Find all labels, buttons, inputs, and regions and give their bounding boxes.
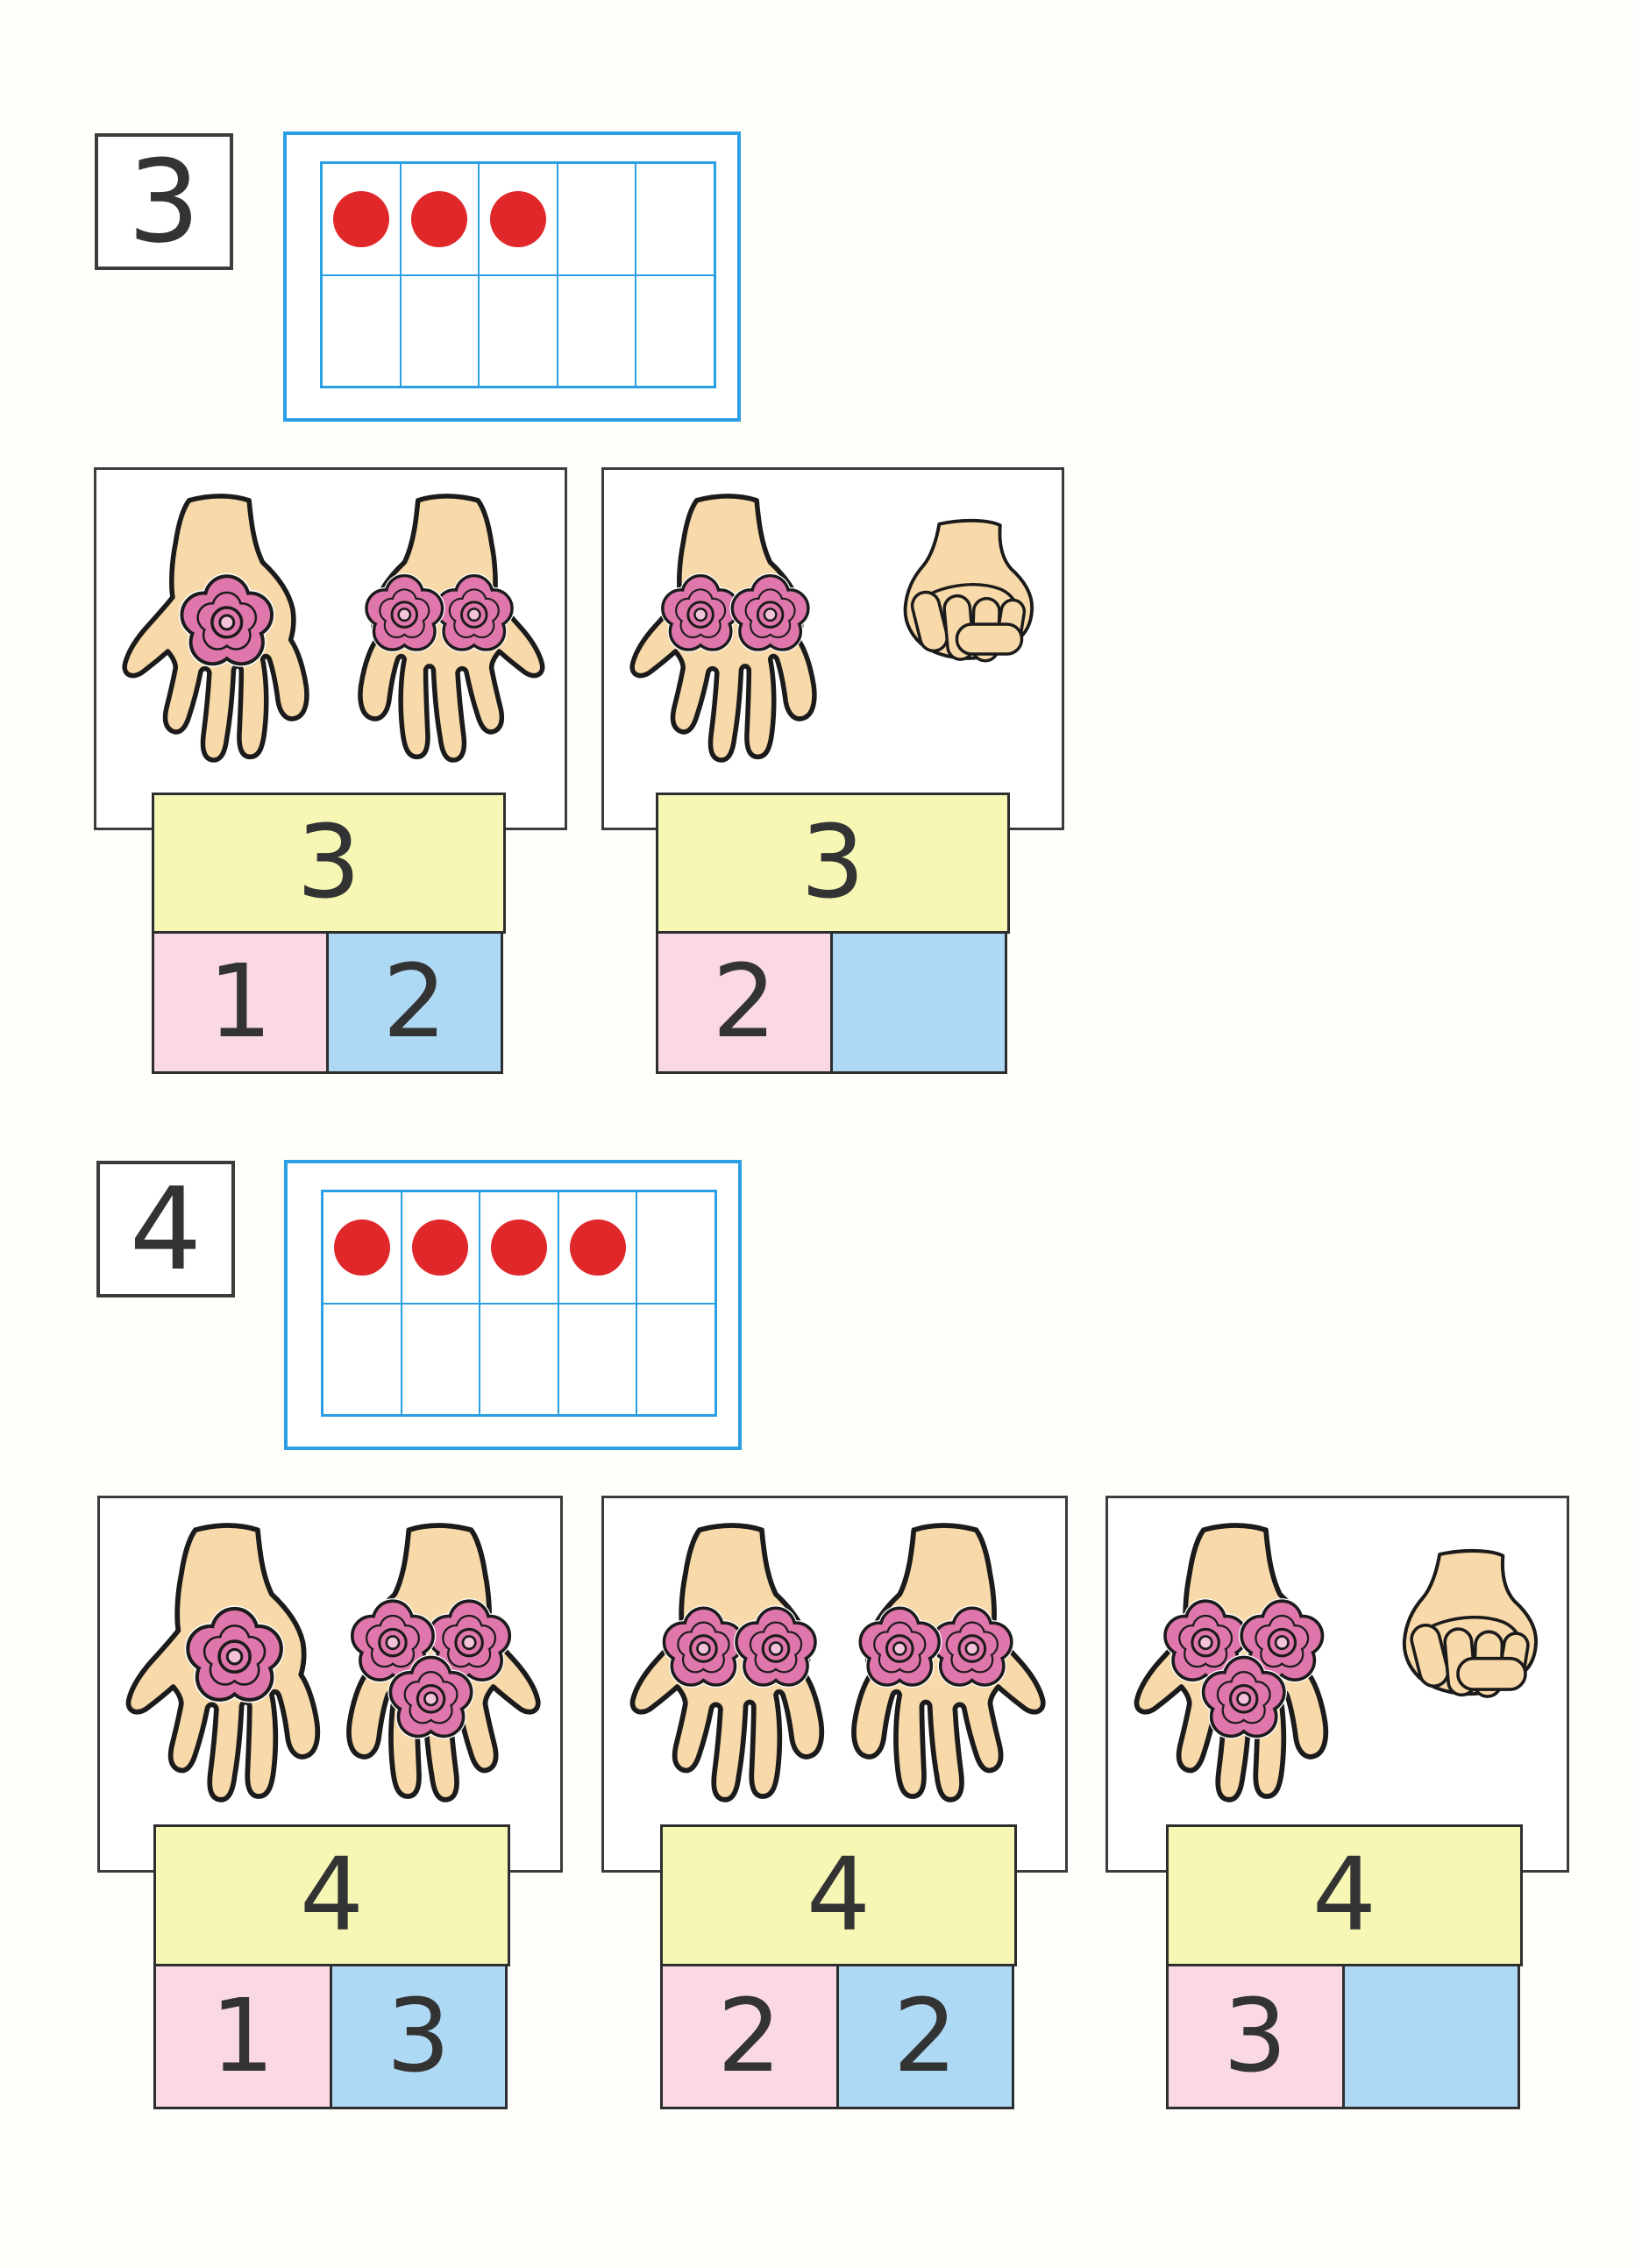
open-hand-icon: [337, 493, 550, 783]
numeral-card-value: 3: [127, 135, 201, 268]
counter-dot: [333, 1219, 390, 1276]
bond-whole-box: 3: [152, 793, 506, 934]
bond-part-right-value: 2: [382, 943, 447, 1061]
number-bond: 4 1 3: [153, 1824, 510, 2109]
flower-icon: [433, 572, 515, 652]
numeral-card-value: 4: [129, 1162, 203, 1296]
ten-frame-cell: [636, 1303, 715, 1415]
counter-dot: [332, 190, 389, 247]
ten-frame-cell: [636, 274, 714, 387]
counter-dot: [489, 190, 546, 247]
flower-icon: [659, 572, 742, 652]
flower-icon: [733, 1604, 818, 1688]
number-bond: 4 2 2: [660, 1824, 1017, 2109]
bond-whole-box: 4: [1166, 1824, 1523, 1966]
ten-frame-cell: [558, 1191, 637, 1304]
ten-frame-cell: [323, 1303, 402, 1415]
number-bond: 3 2: [656, 793, 1010, 1074]
ten-frame-grid: [321, 1190, 717, 1417]
bond-part-left-box: 1: [153, 1964, 332, 2109]
bond-part-left-box: 3: [1166, 1964, 1345, 2109]
hands-card: [601, 1496, 1068, 1873]
flower-icon: [387, 1653, 475, 1739]
flower-icon: [426, 1597, 513, 1683]
bond-whole-box: 3: [656, 793, 1010, 934]
ten-frame-cell: [479, 163, 558, 275]
hands-card: [601, 467, 1064, 830]
bond-part-left-value: 1: [210, 1977, 275, 2095]
ten-frame-cell: [480, 1303, 558, 1415]
bond-whole-value: 4: [806, 1836, 871, 1954]
ten-frame: [283, 132, 741, 422]
ten-frame-grid: [320, 161, 716, 388]
hands-card: [94, 467, 567, 830]
bond-part-right-box: [1341, 1964, 1520, 2109]
bond-part-right-box: 2: [326, 931, 503, 1074]
ten-frame-cell: [557, 274, 636, 387]
open-hand-icon: [324, 1522, 545, 1824]
bond-part-left-value: 1: [208, 943, 273, 1061]
ten-frame-cell: [480, 1191, 558, 1304]
bond-part-right-box: 2: [835, 1964, 1014, 2109]
counter-dot: [569, 1219, 626, 1276]
bond-part-right-value: 3: [386, 1977, 451, 2095]
ten-frame-cell: [557, 163, 636, 275]
bond-part-left-value: 3: [1223, 1977, 1288, 2095]
ten-frame: [284, 1160, 742, 1450]
number-bond: 4 3: [1166, 1824, 1523, 2109]
fist-icon: [1397, 1547, 1552, 1731]
numeral-card: 3: [95, 133, 233, 270]
fist-icon: [899, 517, 1048, 693]
flower-icon: [179, 572, 275, 667]
bond-whole-value: 3: [296, 804, 361, 921]
ten-frame-cell: [636, 163, 714, 275]
open-hand-icon: [117, 493, 331, 783]
ten-frame-cell: [322, 274, 401, 387]
ten-frame-cell: [322, 163, 401, 275]
bond-part-left-box: 1: [152, 931, 329, 1074]
flower-icon: [184, 1605, 285, 1703]
bond-part-right-value: 2: [892, 1977, 957, 2095]
bond-whole-box: 4: [660, 1824, 1017, 1966]
hands-card: [1105, 1496, 1569, 1873]
open-hand-icon: [121, 1522, 342, 1824]
bond-part-left-box: 2: [660, 1964, 839, 2109]
bond-part-left-value: 2: [712, 943, 777, 1061]
bond-whole-box: 4: [153, 1824, 510, 1966]
bond-part-left-box: 2: [656, 931, 833, 1074]
flower-icon: [364, 572, 445, 652]
flower-icon: [729, 572, 811, 652]
flower-icon: [1200, 1653, 1287, 1739]
flower-icon: [1238, 1597, 1326, 1683]
flower-icon: [857, 1604, 942, 1688]
ten-frame-cell: [400, 163, 480, 275]
hands-card: [97, 1496, 563, 1873]
bond-part-left-value: 2: [717, 1977, 782, 2095]
ten-frame-cell: [323, 1191, 402, 1304]
ten-frame-cell: [479, 274, 558, 387]
ten-frame-cell: [400, 274, 480, 387]
counter-dot: [412, 1219, 469, 1276]
flower-icon: [930, 1604, 1015, 1688]
ten-frame-cell: [401, 1303, 480, 1415]
open-hand-icon: [1129, 1522, 1350, 1824]
bond-part-right-box: [830, 931, 1007, 1074]
ten-frame-cell: [401, 1191, 480, 1304]
counter-dot: [411, 190, 468, 247]
bond-whole-value: 4: [299, 1836, 365, 1954]
open-hand-icon: [625, 493, 838, 783]
ten-frame-cell: [636, 1191, 715, 1304]
open-hand-icon: [625, 1522, 846, 1824]
number-bond: 3 1 2: [152, 793, 506, 1074]
open-hand-icon: [829, 1522, 1050, 1824]
ten-frame-cell: [558, 1303, 637, 1415]
bond-whole-value: 4: [1312, 1836, 1377, 1954]
flower-icon: [661, 1604, 746, 1688]
counter-dot: [490, 1219, 547, 1276]
numeral-card: 4: [96, 1161, 235, 1298]
bond-part-right-box: 3: [329, 1964, 508, 2109]
bond-whole-value: 3: [800, 804, 865, 921]
